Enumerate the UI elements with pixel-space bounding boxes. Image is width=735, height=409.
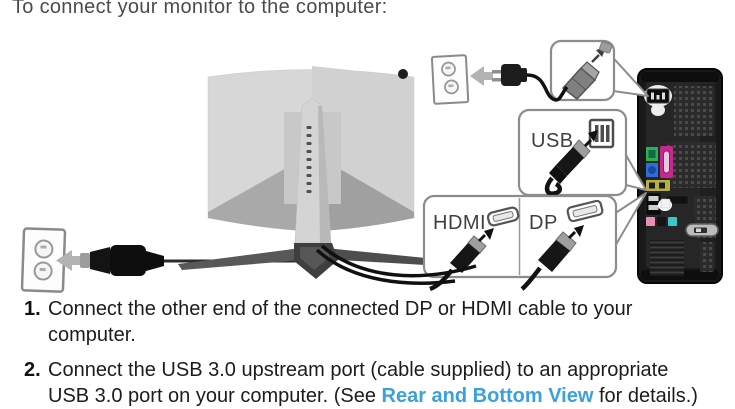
step-text-line: computer.	[48, 324, 136, 346]
step-text-line: Connect the USB 3.0 upstream port (cable…	[48, 359, 669, 381]
monitor-cables	[315, 244, 477, 285]
intro-text: To connect your monitor to the computer:	[12, 0, 388, 18]
hdmi-dp-callout: HDMI DP	[422, 194, 618, 292]
dp-label: DP	[529, 212, 558, 234]
step-text-line: USB 3.0 port on your computer. (See Rear…	[48, 385, 698, 407]
dp-port-icon	[566, 199, 604, 223]
hdmi-label: HDMI	[433, 212, 486, 234]
usb-callout: USB	[517, 108, 628, 197]
monitor-ports-strip	[306, 126, 312, 193]
power-connector-icon	[561, 41, 613, 101]
power-plug-right-icon	[470, 64, 527, 86]
power-connector-callout	[549, 39, 616, 102]
power-outlet-right-icon	[430, 54, 470, 105]
dp-connector-icon	[520, 225, 584, 291]
instruction-step-2: 2. Connect the USB 3.0 upstream port (ca…	[24, 357, 726, 409]
connection-diagram: USB HDMI DP	[20, 39, 723, 293]
step-number: 2.	[24, 359, 41, 381]
instruction-step-1: 1. Connect the other end of the connecte…	[24, 296, 726, 348]
power-cable-right	[526, 73, 569, 102]
monitor-rear-illustration	[178, 66, 446, 279]
power-plug-left-icon	[56, 245, 164, 276]
monitor-rear-button	[398, 69, 408, 79]
power-outlet-left-icon	[20, 227, 67, 293]
hdmi-port-icon	[486, 206, 520, 227]
computer-tower-illustration	[637, 68, 723, 284]
usb-connector-icon	[544, 130, 598, 196]
tower-latch	[685, 223, 719, 237]
instruction-list: 1. Connect the other end of the connecte…	[24, 296, 726, 409]
rear-and-bottom-view-link[interactable]: Rear and Bottom View	[381, 385, 594, 407]
step-number: 1.	[24, 298, 41, 320]
tower-io-ports	[645, 146, 677, 226]
tower-power-inlet	[644, 85, 672, 116]
usb-label: USB	[531, 130, 574, 152]
step-text-line: Connect the other end of the connected D…	[48, 298, 633, 320]
